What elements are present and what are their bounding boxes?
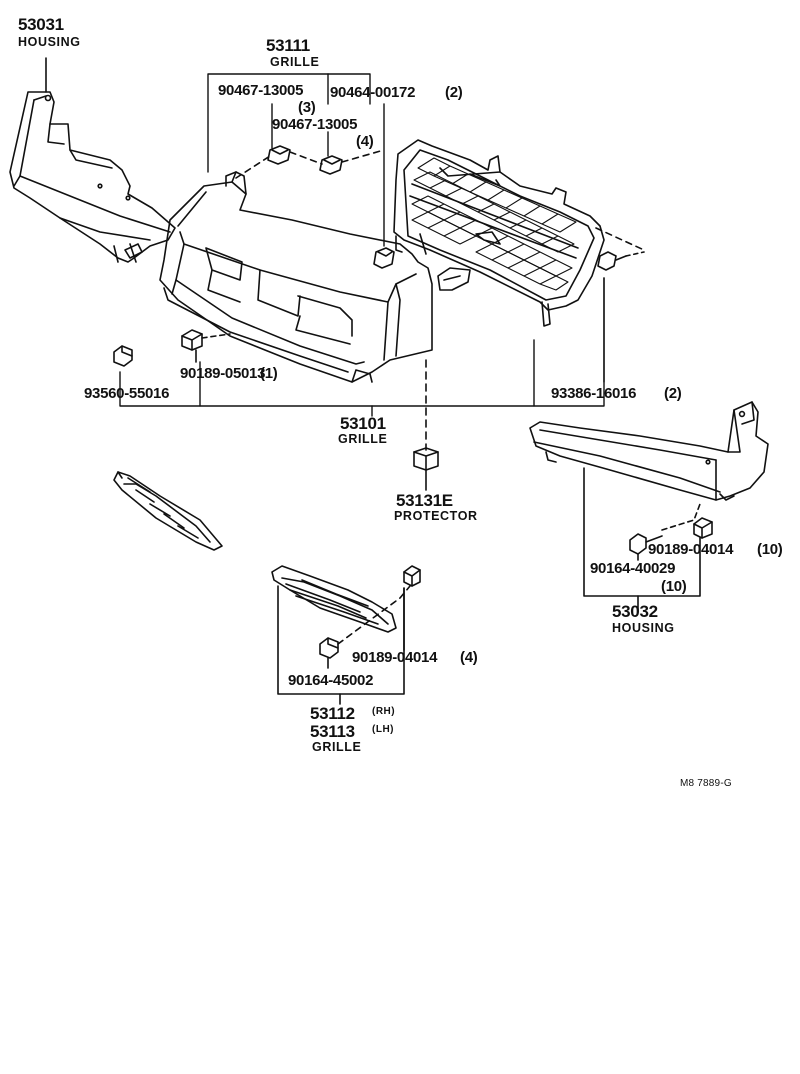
bracket-icon bbox=[437, 267, 471, 291]
part-name-housing-left: HOUSING bbox=[18, 35, 81, 49]
part-number-53031: 53031 bbox=[18, 15, 64, 34]
reference-code: M8 7889-G bbox=[680, 778, 732, 789]
housing-left-part bbox=[9, 91, 176, 263]
fastener-number-screw-a: 93560-55016 bbox=[84, 385, 170, 402]
nut-icon-a bbox=[181, 329, 203, 351]
fastener-qty-screw-c: (10) bbox=[661, 578, 687, 595]
part-number-53113: 53113 bbox=[310, 722, 355, 741]
fastener-qty-clip-a: (3) bbox=[298, 99, 316, 116]
nut-icon-b bbox=[693, 517, 713, 539]
leader-lines bbox=[119, 73, 605, 417]
mesh-pattern bbox=[411, 157, 577, 291]
mesh-grille-part bbox=[393, 139, 605, 327]
fastener-number-screw-b: 93386-16016 bbox=[551, 385, 637, 402]
side-label-rh: (RH) bbox=[372, 706, 396, 717]
part-number-53112: 53112 bbox=[310, 704, 355, 723]
part-name-grille-upper: GRILLE bbox=[270, 55, 320, 69]
clip-icon-c bbox=[373, 247, 395, 269]
fastener-qty-screw-b: (2) bbox=[664, 385, 682, 402]
fastener-number-nut-b: 90189-04014 bbox=[648, 541, 734, 558]
fastener-qty-nut-a: (1) bbox=[260, 365, 278, 382]
grille-upper-part bbox=[159, 171, 433, 383]
screw-icon-d bbox=[319, 637, 339, 659]
housing-right-part bbox=[529, 401, 769, 501]
part-number-53032: 53032 bbox=[612, 602, 658, 621]
part-name-grille-main: GRILLE bbox=[338, 432, 388, 446]
clip-icon-b bbox=[319, 155, 343, 175]
part-number-53131E: 53131E bbox=[396, 491, 453, 510]
side-label-lh: (LH) bbox=[372, 724, 394, 735]
part-number-53101: 53101 bbox=[340, 414, 386, 433]
clip-icon-a bbox=[267, 145, 291, 165]
fastener-number-nut-c: 90189-04014 bbox=[352, 649, 438, 666]
fastener-number-clip-b: 90467-13005 bbox=[272, 116, 358, 133]
grille-side-part bbox=[271, 565, 397, 633]
moulding-strip bbox=[113, 471, 223, 551]
fastener-qty-clip-c: (2) bbox=[445, 84, 463, 101]
screw-icon-c bbox=[629, 533, 663, 555]
fastener-number-screw-d: 90164-45002 bbox=[288, 672, 374, 689]
fastener-number-nut-a: 90189-05013 bbox=[180, 365, 266, 382]
fastener-qty-nut-b: (10) bbox=[757, 541, 783, 558]
nut-icon-c bbox=[403, 565, 421, 587]
fastener-qty-clip-b: (4) bbox=[356, 133, 374, 150]
part-number-53111: 53111 bbox=[266, 36, 310, 55]
part-name-protector: PROTECTOR bbox=[394, 509, 478, 523]
fastener-qty-nut-c: (4) bbox=[460, 649, 478, 666]
protector-icon bbox=[413, 447, 439, 471]
part-name-housing-right: HOUSING bbox=[612, 621, 675, 635]
screw-icon-b bbox=[597, 251, 627, 271]
fastener-number-clip-c: 90464-00172 bbox=[330, 84, 416, 101]
part-name-grille-side: GRILLE bbox=[312, 740, 362, 754]
fastener-number-clip-a: 90467-13005 bbox=[218, 82, 304, 99]
screw-icon-a bbox=[113, 345, 133, 367]
fastener-number-screw-c: 90164-40029 bbox=[590, 560, 676, 577]
